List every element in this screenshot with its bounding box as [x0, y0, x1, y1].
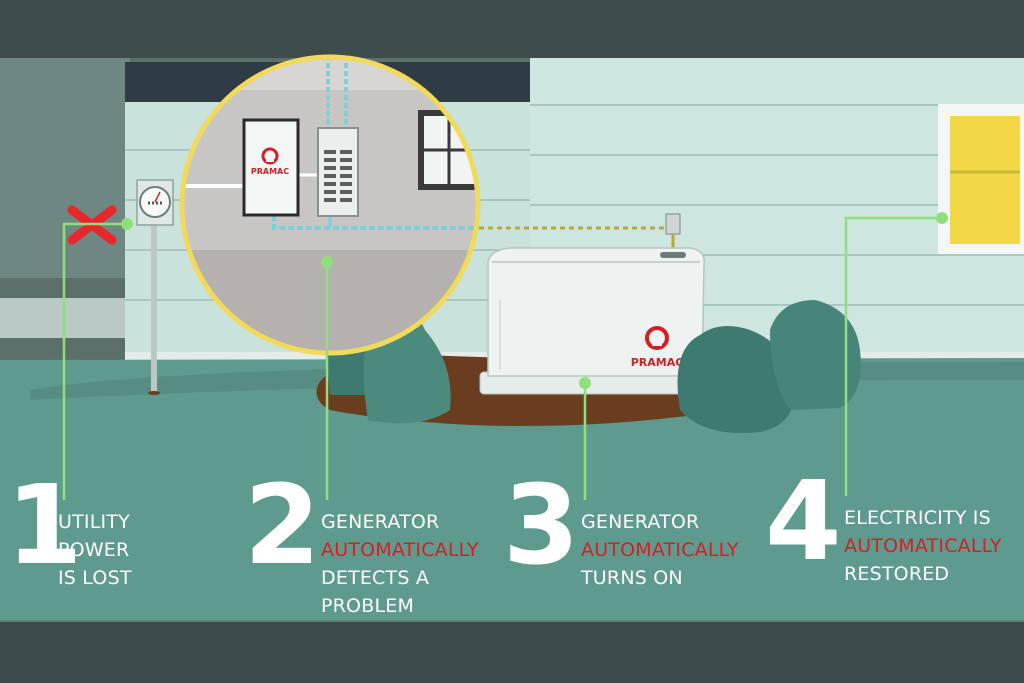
step-4: 4 ELECTRICITY IS AUTOMATICALLY RESTORED — [765, 466, 1024, 616]
step-2-number: 2 — [244, 461, 321, 589]
step-1: 1 UTILITY POWER IS LOST — [6, 470, 166, 620]
step-2-highlight: AUTOMATICALLY — [321, 539, 479, 561]
step-1-line: IS LOST — [58, 567, 132, 589]
step-4-line: ELECTRICITY IS — [844, 507, 991, 529]
step-3-line: TURNS ON — [581, 567, 683, 589]
callout-dots — [121, 212, 948, 389]
step-3-highlight: AUTOMATICALLY — [581, 539, 739, 561]
callout-lines — [62, 216, 942, 500]
sidewalk — [0, 298, 135, 338]
step-3-text: GENERATOR AUTOMATICALLY TURNS ON — [581, 508, 739, 592]
step-2-text: GENERATOR AUTOMATICALLY DETECTS A PROBLE… — [321, 508, 479, 620]
step-2-line: DETECTS A — [321, 567, 430, 589]
top-blurred-band — [0, 0, 1024, 58]
magnify-circle-border — [179, 54, 481, 356]
switch-logo-text: PRAMAC — [251, 167, 289, 176]
step-4-highlight: AUTOMATICALLY — [844, 535, 1002, 557]
step-1-line: POWER — [58, 539, 130, 561]
generator-logo-text: PRAMAC — [631, 356, 684, 369]
pramac-transfer-switch-icon: PRAMAC — [242, 118, 300, 217]
step-4-number: 4 — [765, 457, 842, 585]
step-1-number: 1 — [6, 461, 83, 589]
breaker-panel-icon — [317, 127, 359, 217]
step-3: 3 GENERATOR AUTOMATICALLY TURNS ON — [503, 470, 763, 620]
step-3-number: 3 — [503, 461, 580, 589]
step-3-line: GENERATOR — [581, 511, 700, 533]
step-1-line: UTILITY — [58, 511, 130, 533]
step-4-text: ELECTRICITY IS AUTOMATICALLY RESTORED — [844, 504, 1002, 588]
lit-window — [938, 104, 1024, 254]
step-2-line: PROBLEM — [321, 595, 415, 617]
step-2-line: GENERATOR — [321, 511, 440, 533]
step-4-line: RESTORED — [844, 563, 950, 585]
generator: PRAMAC — [479, 247, 706, 395]
electric-meter-icon — [136, 179, 174, 395]
step-1-text: UTILITY POWER IS LOST — [58, 508, 132, 592]
step-2: 2 GENERATOR AUTOMATICALLY DETECTS A PROB… — [244, 470, 504, 620]
bottom-blurred-band — [0, 622, 1024, 683]
